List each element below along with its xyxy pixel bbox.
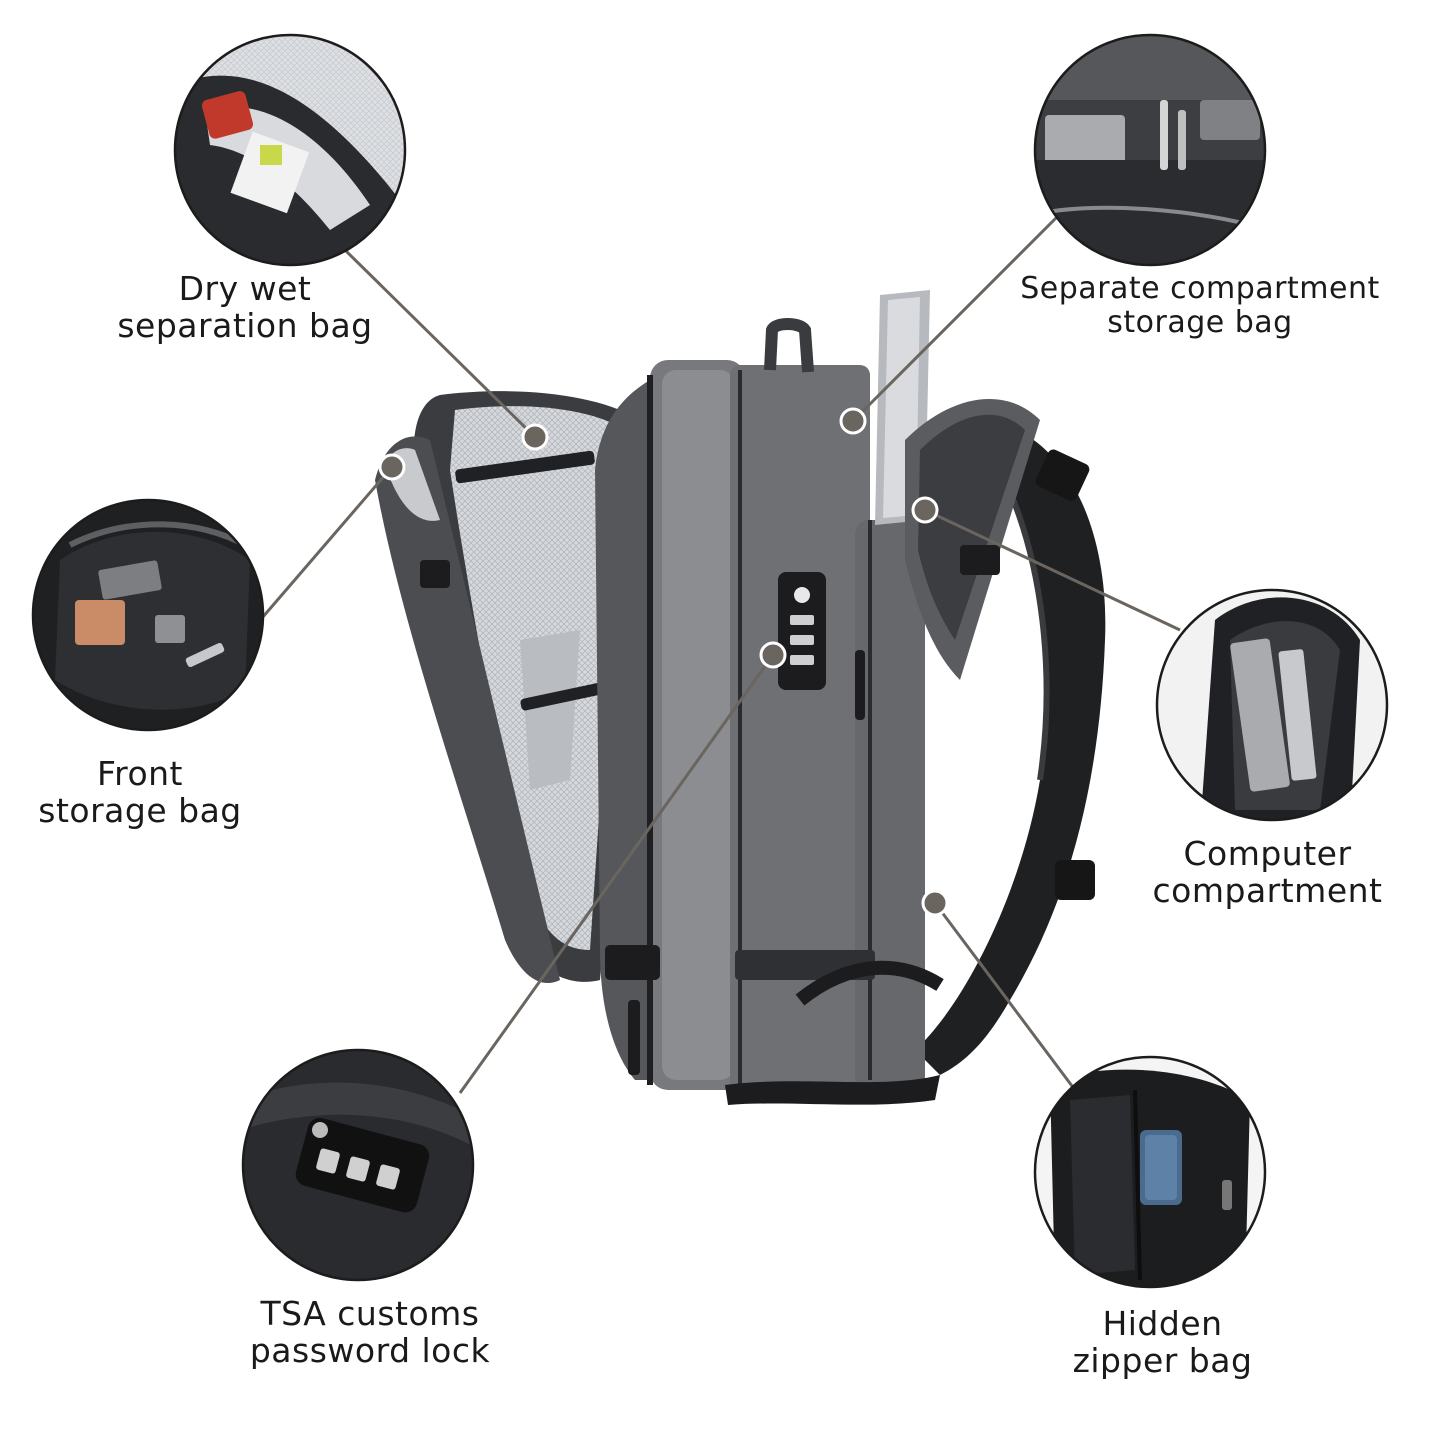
label-separate-line2: storage bag bbox=[1107, 305, 1293, 340]
callout-dot-separate bbox=[839, 407, 867, 435]
detail-circle-dry-wet bbox=[173, 33, 407, 267]
label-tsa: TSA customs password lock bbox=[225, 1295, 515, 1369]
label-tsa-line1: TSA customs bbox=[260, 1294, 480, 1333]
callout-dot-hidden bbox=[921, 889, 949, 917]
label-hidden-line2: zipper bag bbox=[1072, 1341, 1253, 1380]
label-front-line2: storage bag bbox=[38, 791, 242, 830]
label-front: Front storage bag bbox=[10, 755, 270, 829]
detail-circle-front bbox=[31, 498, 265, 732]
label-separate-line1: Separate compartment bbox=[1020, 271, 1380, 306]
shoulder-strap bbox=[915, 420, 1106, 1075]
label-computer: Computer compartment bbox=[1130, 835, 1405, 909]
detail-circle-hidden bbox=[1033, 1055, 1267, 1289]
label-dry-wet-line1: Dry wet bbox=[178, 269, 312, 308]
label-tsa-line2: password lock bbox=[249, 1331, 491, 1370]
label-hidden: Hidden zipper bag bbox=[1040, 1305, 1285, 1379]
label-computer-line2: compartment bbox=[1152, 871, 1383, 910]
label-front-line1: Front bbox=[97, 754, 183, 793]
label-hidden-line1: Hidden bbox=[1102, 1304, 1223, 1343]
callout-dot-tsa bbox=[759, 641, 787, 669]
leader-lines bbox=[260, 210, 1181, 1094]
detail-circle-tsa bbox=[241, 1048, 475, 1282]
detail-circle-separate bbox=[1033, 33, 1267, 267]
callout-dot-dry-wet bbox=[521, 423, 549, 451]
label-dry-wet: Dry wet separation bag bbox=[95, 270, 395, 344]
callout-dot-computer bbox=[911, 496, 939, 524]
callout-dot-front bbox=[378, 453, 406, 481]
detail-circle-computer bbox=[1155, 588, 1389, 822]
label-dry-wet-line2: separation bag bbox=[117, 306, 373, 345]
label-separate: Separate compartment storage bag bbox=[1000, 272, 1400, 340]
main-shell bbox=[595, 380, 660, 1080]
label-computer-line1: Computer bbox=[1183, 834, 1352, 873]
